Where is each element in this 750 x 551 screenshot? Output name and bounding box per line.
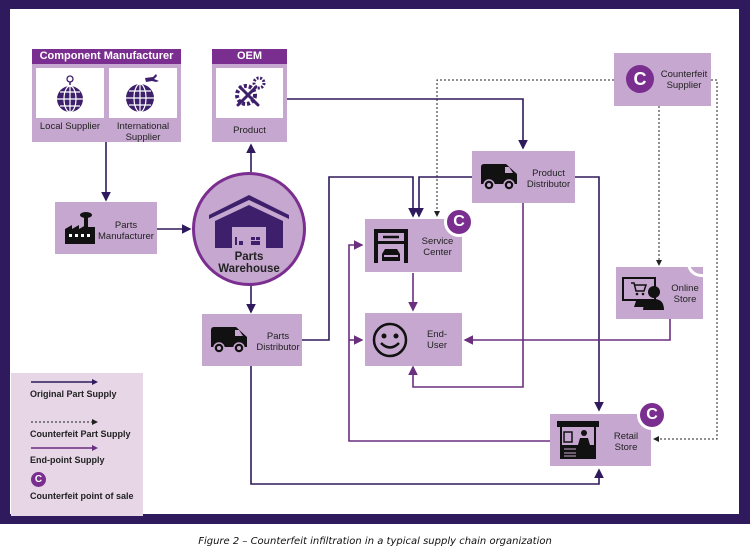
warehouse-icon <box>209 195 289 248</box>
edge-retail-to-service-center <box>348 240 550 442</box>
local-supplier-label: Local Supplier <box>39 121 101 132</box>
retail-store-label: Retail Store <box>613 431 639 453</box>
car-service-icon <box>374 229 408 263</box>
international-supplier-panel <box>109 68 177 118</box>
product-label: Product <box>233 125 266 136</box>
edge-counterfeit-to-retail <box>653 79 718 442</box>
edge-counterfeit-to-service-center <box>434 79 614 217</box>
factory-icon <box>65 212 95 244</box>
oem-node[interactable]: OEM Product <box>212 49 287 142</box>
component-manufacturer-header: Component Manufacturer <box>32 49 181 64</box>
edge-oem-to-product-distributor <box>287 98 528 150</box>
gears-wrench-icon <box>235 76 266 107</box>
local-globe-icon <box>57 75 83 113</box>
oem-header: OEM <box>212 49 287 64</box>
edge-product-distributor-to-end-user <box>408 203 524 388</box>
legend-endpoint-label: End-point Supply <box>30 455 105 465</box>
legend-point-of-sale-label: Counterfeit point of sale <box>30 491 134 501</box>
legend-counterfeit-label: Counterfeit Part Supply <box>30 429 131 439</box>
edge-parts-distributor-to-retail <box>250 366 604 485</box>
online-store-label: Online Store <box>671 283 699 305</box>
parts-warehouse-node[interactable]: Parts Warehouse <box>192 172 306 286</box>
retail-store-node[interactable]: Retail Store <box>550 414 651 466</box>
legend-original-line <box>31 379 98 385</box>
end-user-node[interactable]: End-User <box>365 313 462 366</box>
van-icon <box>211 327 247 354</box>
product-distributor-label: Product Distributor <box>526 168 571 190</box>
edge-product-distributor-to-retail <box>575 176 604 412</box>
market-stall-icon <box>557 421 599 459</box>
parts-distributor-node[interactable]: Parts Distributor <box>202 314 302 366</box>
legend: Original Part Supply Counterfeit Part Su… <box>11 373 143 516</box>
online-shopping-icon <box>622 277 664 310</box>
parts-manufacturer-label: Parts Manufacturer <box>98 220 154 242</box>
local-supplier-panel <box>36 68 104 118</box>
parts-warehouse-label: Parts Warehouse <box>218 251 280 275</box>
legend-original-label: Original Part Supply <box>30 389 117 399</box>
figure-caption: Figure 2 – Counterfeit infiltration in a… <box>198 536 552 547</box>
legend-counterfeit-line <box>31 419 98 425</box>
counterfeit-badge-service-center: C <box>444 207 474 237</box>
parts-manufacturer-node[interactable]: Parts Manufacturer <box>55 202 157 254</box>
edge-online-store-to-end-user <box>463 318 671 345</box>
online-store-node[interactable]: Online Store <box>616 261 707 319</box>
product-panel <box>216 68 283 118</box>
international-supplier-label: International Supplier <box>116 121 170 143</box>
legend-endpoint-line <box>31 445 98 451</box>
legend-badge-icon: C <box>31 472 46 487</box>
counterfeit-supplier-label: Counterfeit Supplier <box>660 69 708 91</box>
smiley-icon <box>372 322 408 358</box>
service-center-label: Service Center <box>421 236 454 258</box>
product-distributor-node[interactable]: Product Distributor <box>472 151 575 203</box>
counterfeit-supplier-badge: C <box>626 65 654 93</box>
edge-product-distributor-to-service-center <box>414 176 472 218</box>
international-globe-icon <box>126 74 159 113</box>
counterfeit-supplier-node[interactable]: C Counterfeit Supplier <box>614 53 711 106</box>
van-icon <box>481 164 517 191</box>
edge-parts-distributor-to-service-center <box>302 176 418 341</box>
counterfeit-badge-online-store-partial <box>687 261 707 277</box>
component-manufacturer-node[interactable]: Component Manufacturer Local Supplier In… <box>32 49 181 143</box>
parts-distributor-label: Parts Distributor <box>256 331 300 353</box>
end-user-label: End-User <box>426 329 448 351</box>
counterfeit-badge-retail-store: C <box>637 400 667 430</box>
